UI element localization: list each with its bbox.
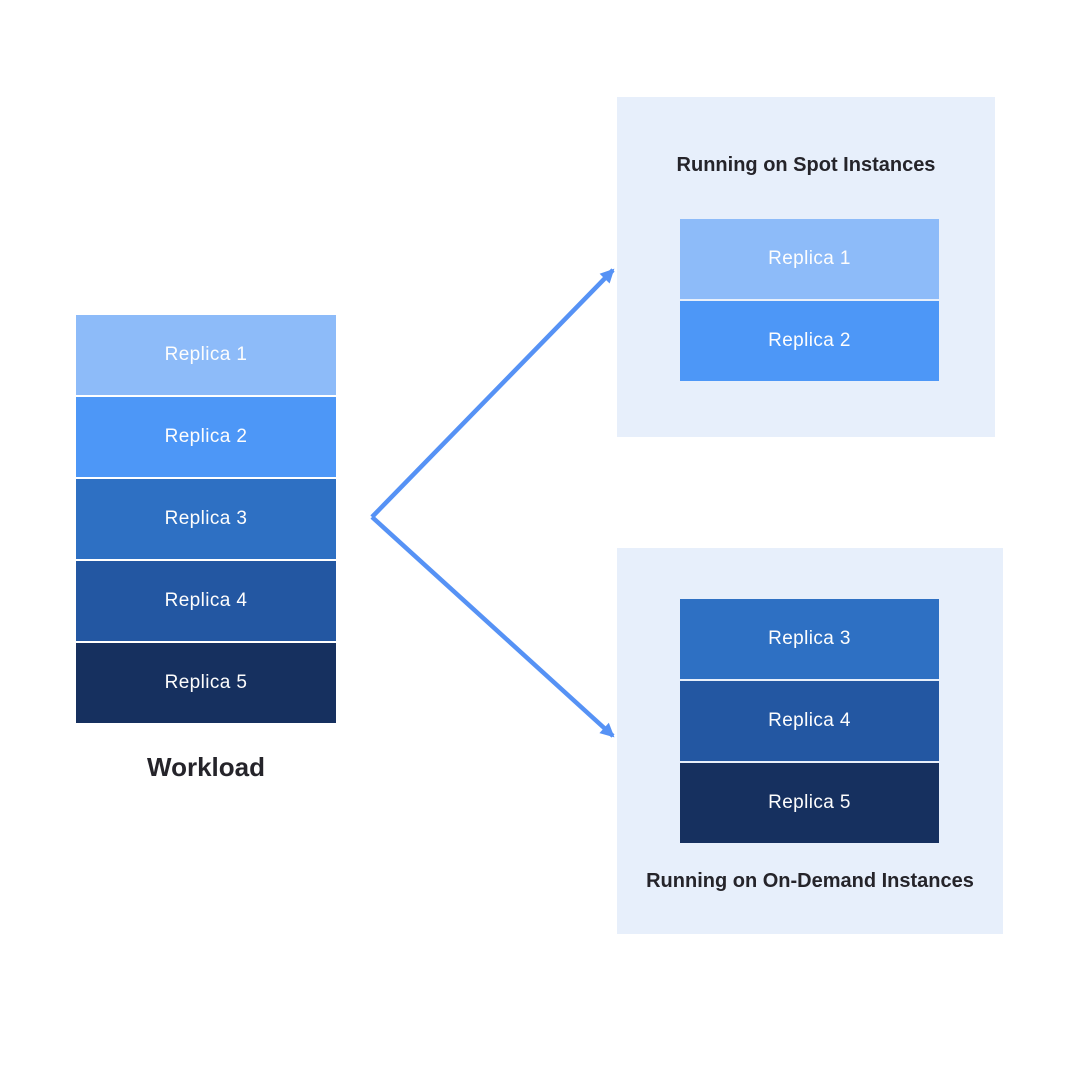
workload-replica-1: Replica 1 bbox=[76, 315, 336, 395]
arrow-to-on-demand bbox=[370, 515, 615, 738]
on-demand-replica-stack: Replica 3 Replica 4 Replica 5 bbox=[680, 599, 939, 843]
spot-panel-title: Running on Spot Instances bbox=[676, 154, 936, 176]
workload-replica-3: Replica 3 bbox=[76, 479, 336, 559]
workload-replica-5: Replica 5 bbox=[76, 643, 336, 723]
spot-replica-stack: Replica 1 Replica 2 bbox=[680, 219, 939, 381]
on-demand-instances-panel: Replica 3 Replica 4 Replica 5 Running on… bbox=[617, 548, 1003, 934]
workload-replica-4: Replica 4 bbox=[76, 561, 336, 641]
on-demand-replica-5: Replica 5 bbox=[680, 763, 939, 843]
on-demand-panel-title: Running on On-Demand Instances bbox=[646, 870, 974, 892]
workload-stack: Replica 1 Replica 2 Replica 3 Replica 4 … bbox=[76, 315, 336, 723]
spot-instances-panel: Running on Spot Instances Replica 1 Repl… bbox=[617, 97, 995, 437]
workload-replica-2: Replica 2 bbox=[76, 397, 336, 477]
on-demand-replica-3: Replica 3 bbox=[680, 599, 939, 679]
spot-replica-2: Replica 2 bbox=[680, 301, 939, 381]
workload-label: Workload bbox=[147, 752, 265, 782]
on-demand-replica-4: Replica 4 bbox=[680, 681, 939, 761]
arrow-to-spot bbox=[370, 268, 615, 519]
spot-replica-1: Replica 1 bbox=[680, 219, 939, 299]
